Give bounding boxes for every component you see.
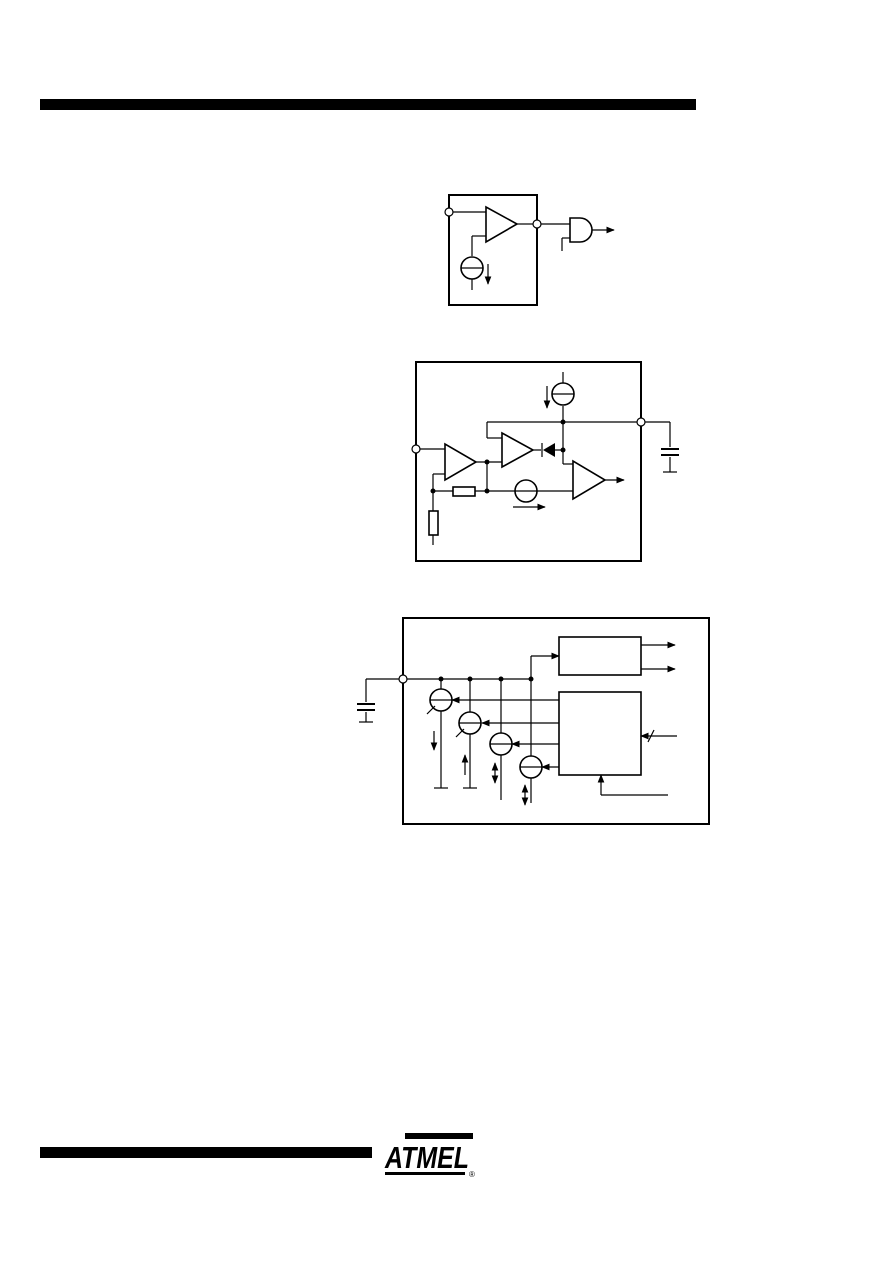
capacitor-pin bbox=[398, 674, 408, 684]
comparator-amplifier bbox=[485, 205, 519, 244]
input-amplifier bbox=[444, 442, 478, 482]
footer-rule bbox=[40, 1147, 372, 1158]
logo-bottom-bar bbox=[385, 1172, 465, 1175]
output-pin bbox=[532, 219, 542, 229]
atmel-logo: ATMEL ® bbox=[384, 1133, 475, 1178]
diode bbox=[541, 443, 555, 457]
header-rule bbox=[40, 99, 696, 110]
current-source-1 bbox=[426, 688, 453, 715]
figure-3-frame bbox=[402, 617, 710, 825]
figure-1-frame bbox=[448, 194, 538, 306]
current-source-4 bbox=[519, 755, 543, 779]
capacitor-pin bbox=[636, 417, 646, 427]
current-source-horizontal bbox=[514, 479, 538, 503]
capacitor bbox=[357, 703, 375, 711]
and-gate bbox=[569, 217, 593, 243]
current-source-3 bbox=[489, 732, 513, 756]
output-comparator bbox=[572, 459, 607, 501]
figure-peak-detector bbox=[411, 361, 679, 562]
logo-wordmark: ATMEL bbox=[384, 1140, 469, 1175]
figure-2-frame bbox=[415, 361, 642, 562]
current-source bbox=[460, 256, 484, 280]
comparator-block bbox=[558, 636, 642, 676]
figure-input-comparator bbox=[444, 194, 615, 306]
input-pin bbox=[444, 207, 454, 217]
figure-timer-control bbox=[357, 617, 710, 825]
registered-mark: ® bbox=[469, 1170, 475, 1178]
control-logic-block bbox=[558, 691, 642, 776]
input-pin bbox=[411, 444, 421, 454]
logo-top-bar bbox=[405, 1133, 473, 1139]
current-source-2 bbox=[455, 711, 482, 738]
shunt-resistor bbox=[428, 510, 439, 536]
capacitor bbox=[661, 448, 679, 456]
current-source bbox=[551, 382, 575, 406]
series-resistor bbox=[452, 486, 476, 497]
buffer-amplifier bbox=[501, 431, 535, 469]
